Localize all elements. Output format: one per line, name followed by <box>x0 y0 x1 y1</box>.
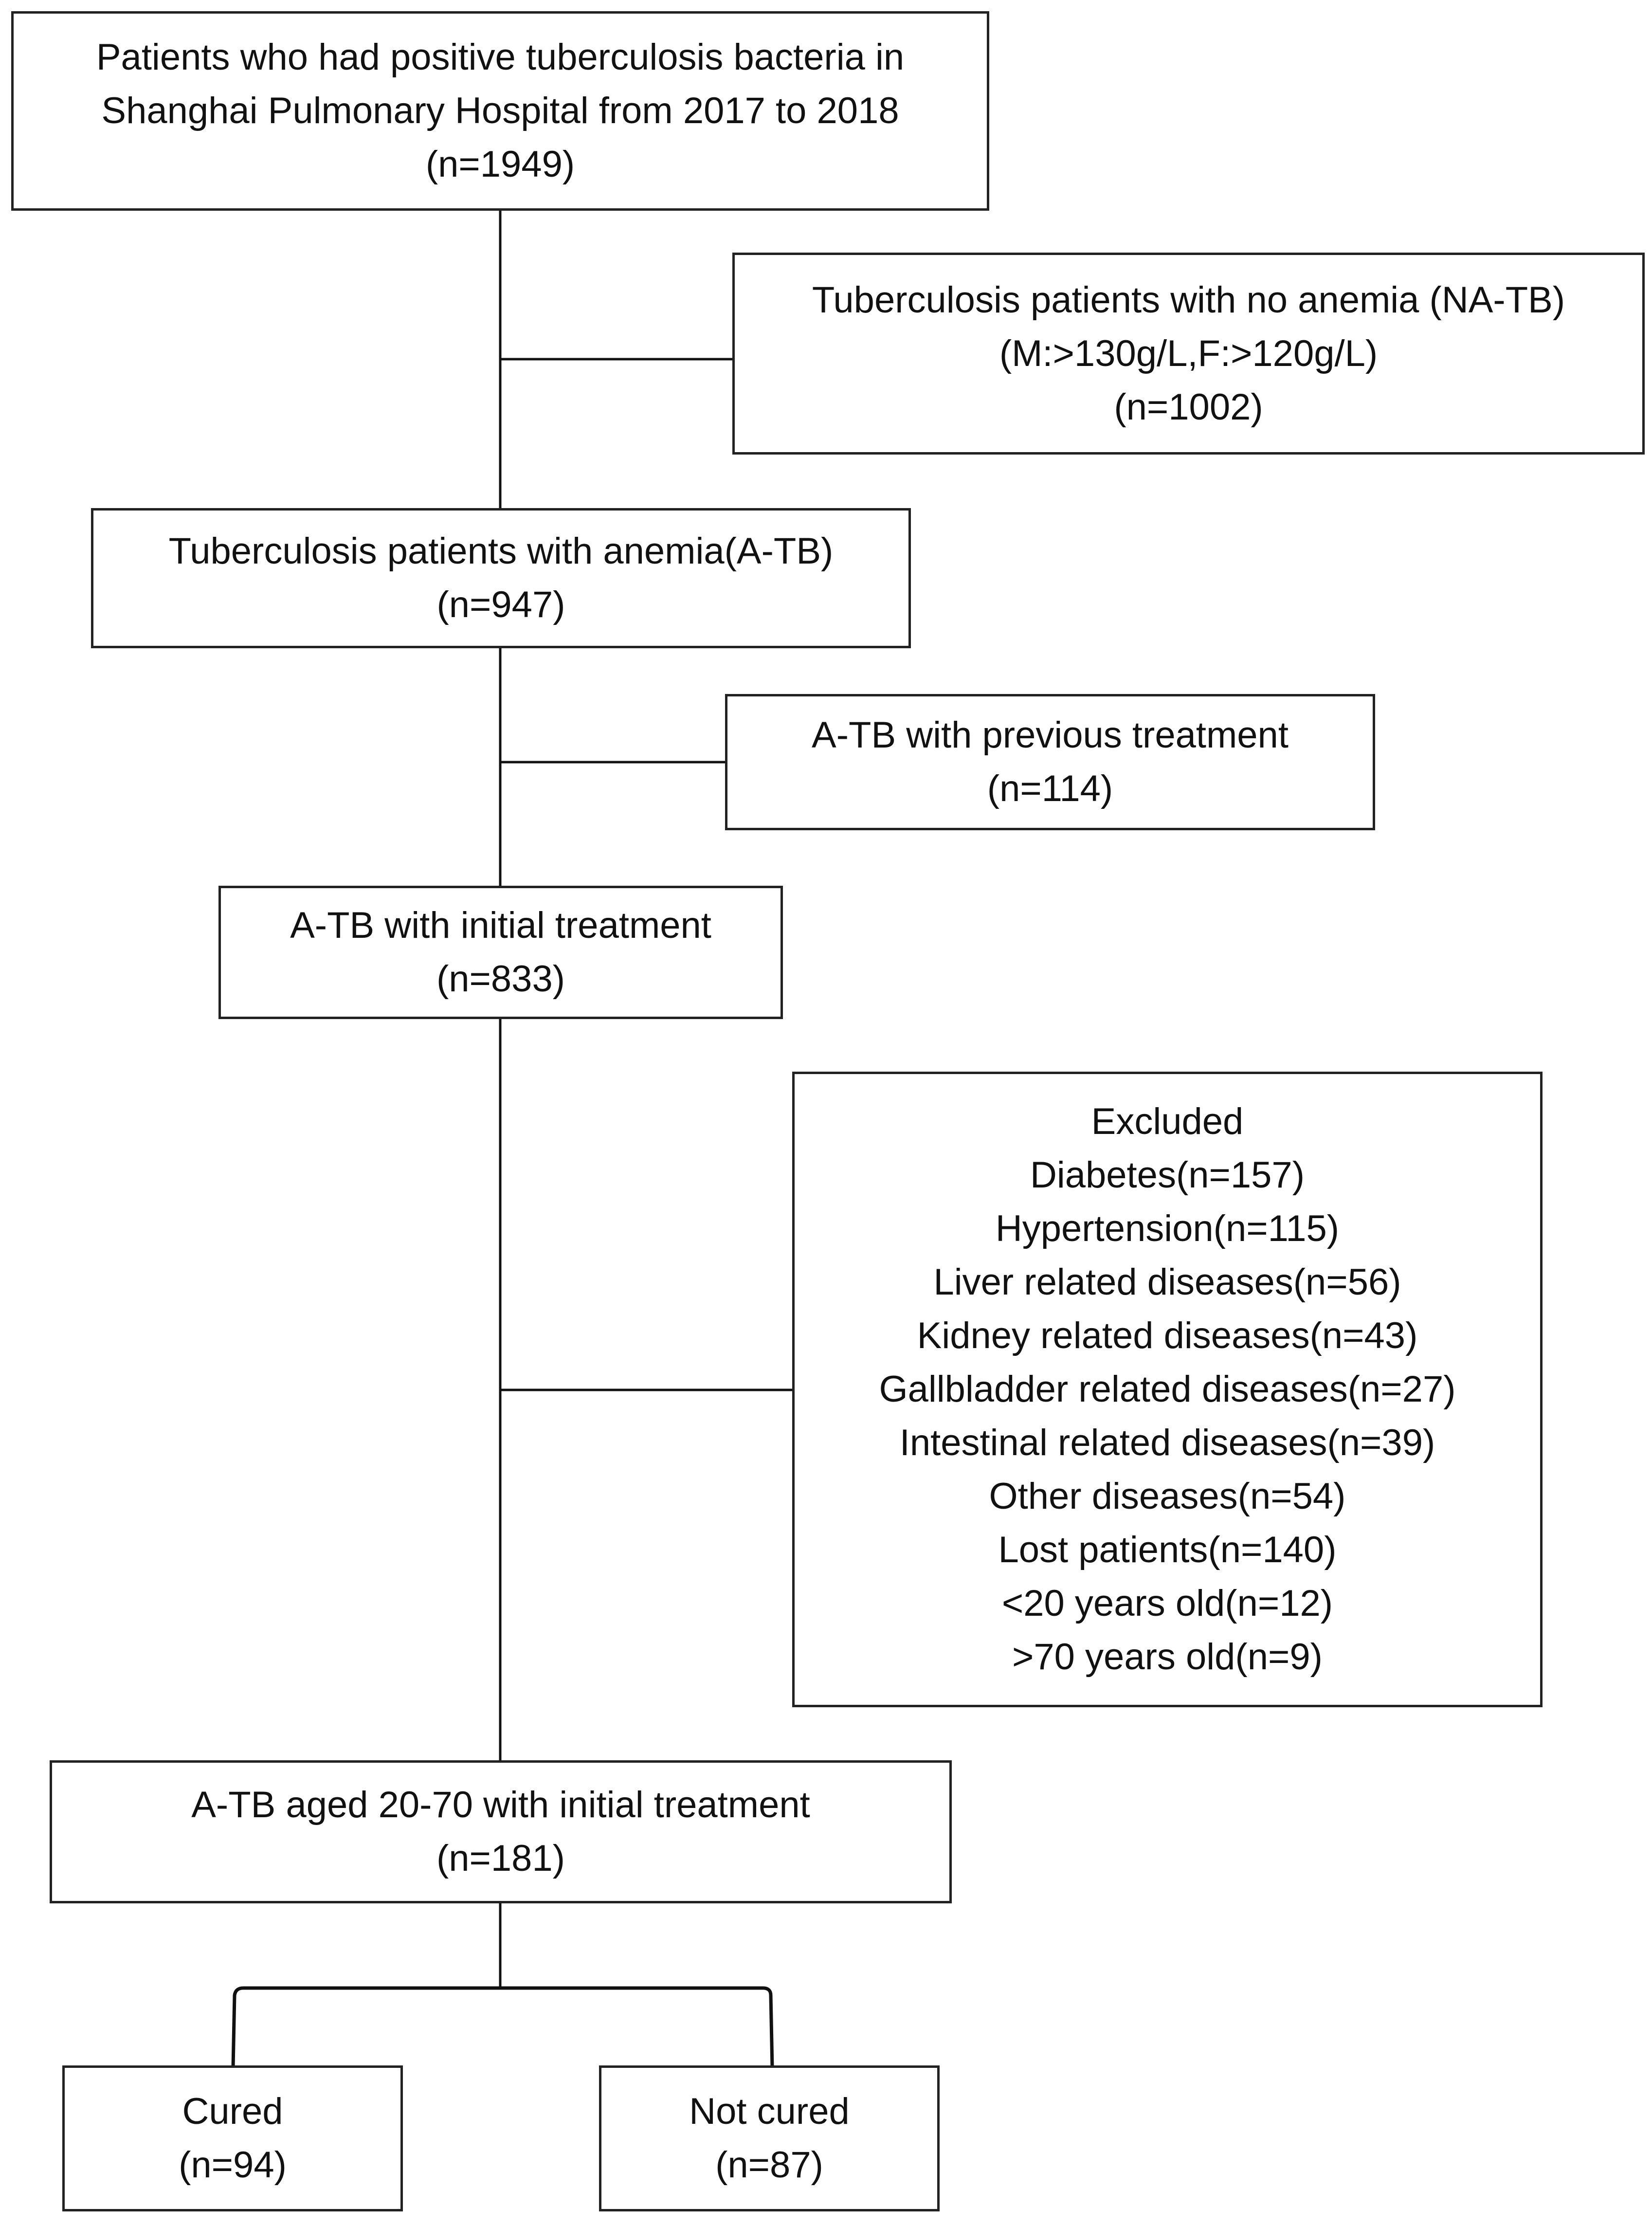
box-text: (M:>130g/L,F:>120g/L) <box>999 332 1378 374</box>
box-count: (n=94) <box>179 2144 287 2186</box>
total-patients-box: Patients who had positive tuberculosis b… <box>11 11 989 211</box>
box-text: A-TB with previous treatment <box>812 714 1289 756</box>
box-text: Patients who had positive tuberculosis b… <box>96 37 905 78</box>
box-count: (n=114) <box>987 768 1113 809</box>
excluded-item: Diabetes(n=157) <box>1030 1154 1305 1196</box>
not-cured-box: Not cured (n=87) <box>599 2065 940 2211</box>
previous-treatment-box: A-TB with previous treatment (n=114) <box>725 694 1375 830</box>
excluded-item: Other diseases(n=54) <box>989 1476 1346 1517</box>
outcome-bracket <box>231 1986 774 2068</box>
box-text: Tuberculosis patients with no anemia (NA… <box>812 279 1565 321</box>
excluded-item: Intestinal related diseases(n=39) <box>899 1422 1435 1463</box>
excluded-item: <20 years old(n=12) <box>1001 1583 1333 1624</box>
box-text: Not cured <box>689 2091 850 2132</box>
excluded-item: Hypertension(n=115) <box>995 1208 1340 1249</box>
excluded-item: Gallbladder related diseases(n=27) <box>879 1369 1456 1410</box>
box-text: A-TB with initial treatment <box>290 905 711 946</box>
box-count: (n=87) <box>715 2144 823 2186</box>
excluded-item: Kidney related diseases(n=43) <box>917 1315 1418 1356</box>
aged-20-70-box: A-TB aged 20-70 with initial treatment (… <box>50 1760 952 1903</box>
box-text: Cured <box>182 2091 283 2132</box>
excluded-box: Excluded Diabetes(n=157) Hypertension(n=… <box>792 1072 1543 1707</box>
box-count: (n=833) <box>436 958 565 1000</box>
box-count: (n=181) <box>436 1838 565 1879</box>
excluded-item: >70 years old(n=9) <box>1012 1636 1323 1678</box>
box-text: Shanghai Pulmonary Hospital from 2017 to… <box>101 90 899 131</box>
initial-treatment-box: A-TB with initial treatment (n=833) <box>218 886 783 1019</box>
cured-box: Cured (n=94) <box>62 2065 403 2211</box>
box-count: (n=947) <box>436 584 565 625</box>
box-count: (n=1002) <box>1114 386 1263 428</box>
excluded-item: Liver related diseases(n=56) <box>933 1261 1401 1303</box>
excluded-heading: Excluded <box>1091 1101 1244 1142</box>
box-text: A-TB aged 20-70 with initial treatment <box>191 1784 810 1825</box>
excluded-item: Lost patients(n=140) <box>998 1529 1337 1570</box>
box-count: (n=1949) <box>425 144 575 185</box>
box-text: Tuberculosis patients with anemia(A-TB) <box>168 530 834 572</box>
no-anemia-box: Tuberculosis patients with no anemia (NA… <box>732 253 1645 455</box>
anemia-box: Tuberculosis patients with anemia(A-TB) … <box>91 508 911 648</box>
